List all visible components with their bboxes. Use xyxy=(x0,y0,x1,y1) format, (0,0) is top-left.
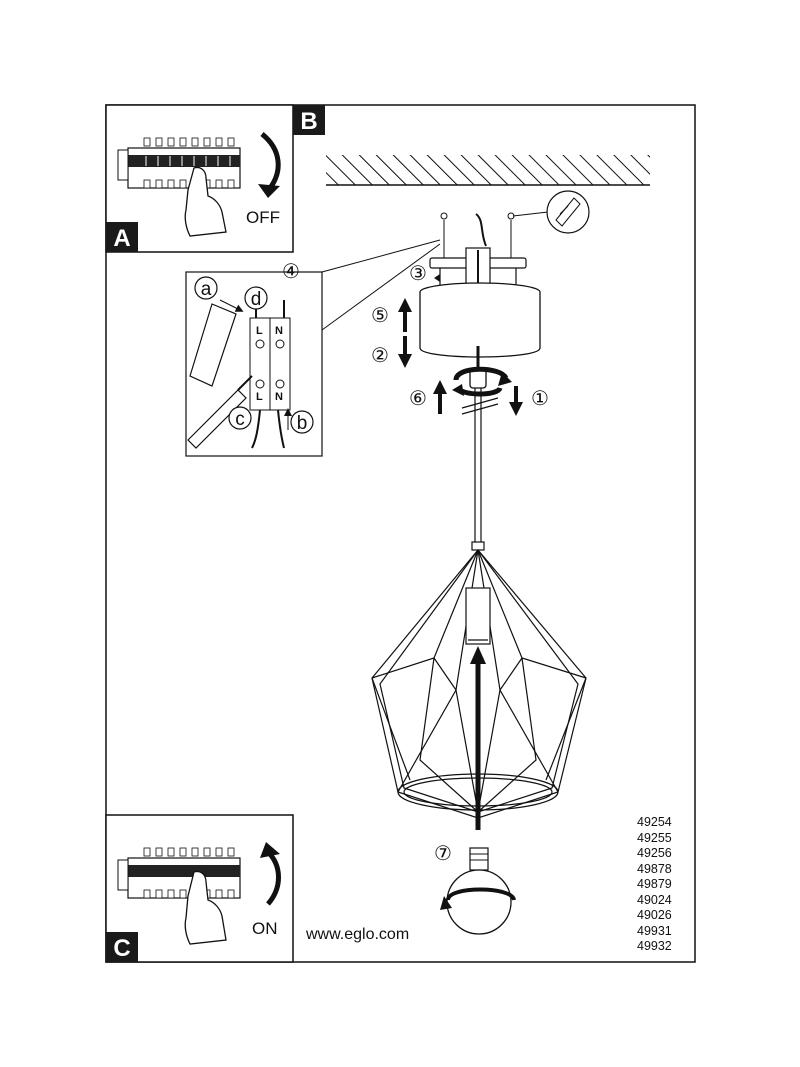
step-2-label: ② xyxy=(371,345,389,367)
panel-b-badge xyxy=(293,105,325,135)
insert-bulb-arrow-icon xyxy=(470,646,486,830)
step-6-label: ⑥ xyxy=(409,388,427,410)
hand-icon xyxy=(184,870,227,945)
product-code: 49255 xyxy=(637,830,672,845)
breaker-panel-icon xyxy=(117,847,241,899)
up-arrow-icon xyxy=(398,298,412,332)
up-arrow-icon xyxy=(433,380,447,414)
svg-text:b: b xyxy=(297,413,308,434)
light-bulb-icon xyxy=(440,847,516,935)
panel-c-letter: C xyxy=(113,935,130,962)
screw-turn-icon xyxy=(434,274,440,282)
product-code: 49931 xyxy=(637,923,672,938)
small-arrow-icon xyxy=(219,299,244,312)
ceiling xyxy=(326,155,650,186)
product-code: 49024 xyxy=(637,892,672,907)
sub-label-d: d xyxy=(244,286,268,310)
step-4-label: ④ xyxy=(282,261,300,283)
cord-lock xyxy=(452,366,512,397)
rotate-down-arrow-icon xyxy=(260,132,281,190)
breaker-panel-icon xyxy=(117,137,241,189)
svg-text:c: c xyxy=(235,409,245,430)
product-code: 49932 xyxy=(637,939,672,953)
page-frame xyxy=(105,104,696,963)
screwdriver-icon xyxy=(187,389,247,449)
mounting-screws xyxy=(440,212,515,258)
terminal-neutral-label: N xyxy=(275,325,283,337)
panel-a-badge xyxy=(106,222,138,252)
product-code: 49256 xyxy=(637,846,672,860)
panel-c-switch-on: ON C xyxy=(105,814,294,963)
sub-label-c: c xyxy=(228,406,252,430)
sub-label-b: b xyxy=(290,410,314,434)
ceiling-canopy xyxy=(419,282,541,372)
product-code: 49878 xyxy=(637,861,672,876)
svg-text:a: a xyxy=(201,279,212,300)
panel-b-letter: B xyxy=(300,108,317,135)
svg-text:d: d xyxy=(251,289,262,310)
product-code: 49879 xyxy=(637,877,672,891)
down-arrow-icon xyxy=(509,386,523,416)
switch-on-label: ON xyxy=(252,919,278,938)
wall-plug-detail xyxy=(512,190,590,234)
step-7-label: ⑦ xyxy=(434,843,452,865)
product-code: 49026 xyxy=(637,908,672,922)
website-url[interactable]: www.eglo.com xyxy=(306,926,410,943)
sub-label-a: a xyxy=(194,276,218,300)
suspension-cord xyxy=(461,388,499,544)
panel-a-letter: A xyxy=(113,225,130,252)
panel-c-badge xyxy=(106,932,138,962)
wiring-detail: ④ L N L N a d c xyxy=(185,239,441,457)
down-arrow-icon xyxy=(398,336,412,368)
step-1-label: ① xyxy=(531,388,549,410)
terminal-live-label: L xyxy=(256,391,263,403)
product-code: 49254 xyxy=(637,815,672,829)
terminal-block xyxy=(249,300,291,449)
terminal-live-label: L xyxy=(256,325,263,337)
panel-a-switch-off: OFF A xyxy=(105,104,294,253)
hand-icon xyxy=(184,166,227,237)
terminal-neutral-label: N xyxy=(275,391,283,403)
step-3-label: ③ xyxy=(409,263,427,285)
switch-off-label: OFF xyxy=(246,208,280,227)
mounting-bracket xyxy=(429,247,527,290)
step-5-label: ⑤ xyxy=(371,305,389,327)
terminal-cover xyxy=(189,303,237,387)
